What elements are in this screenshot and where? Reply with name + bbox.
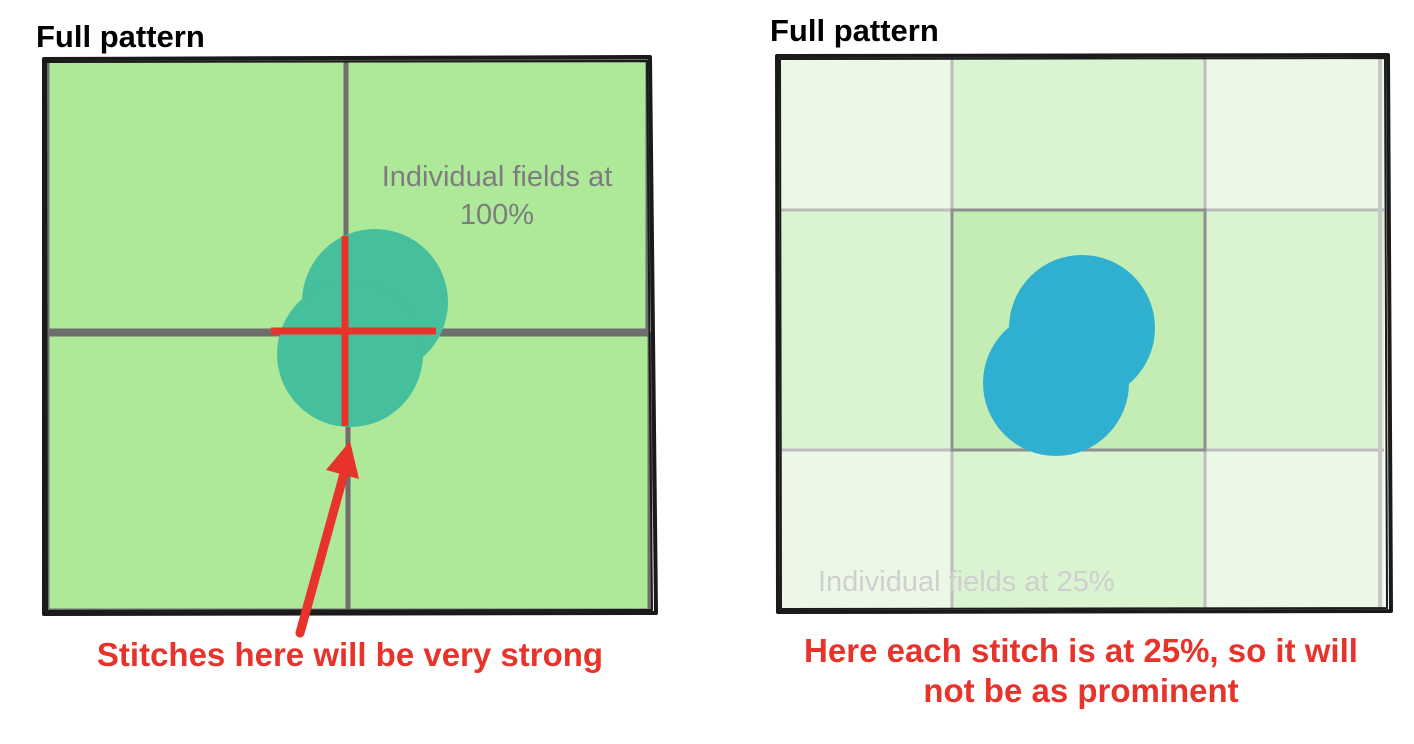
left-outer-border (42, 55, 658, 616)
arrow-icon (295, 441, 359, 638)
right-field-r2c1 (780, 210, 952, 450)
right-pattern (775, 53, 1393, 614)
left-pattern (42, 55, 658, 616)
left-fields-label-line1: Individual fields at (382, 161, 613, 193)
left-blob-lower (277, 281, 423, 427)
left-fields-label-line2: 100% (460, 199, 534, 231)
right-field-r1c1 (780, 57, 952, 210)
left-title: Full pattern (36, 19, 205, 54)
right-field-r3c2 (952, 450, 1205, 610)
right-field-r2c3 (1205, 210, 1384, 450)
right-outer-border (775, 53, 1393, 614)
left-caption: Stitches here will be very strong (97, 636, 603, 673)
right-outer-border-sketch (779, 57, 1388, 610)
right-field-r3c3 (1205, 450, 1384, 610)
right-field-r1c3 (1205, 57, 1384, 210)
right-field-r3c1 (780, 450, 952, 610)
right-fields-label: Individual fields at 25% (818, 566, 1115, 598)
right-caption-line2: not be as prominent (923, 672, 1238, 709)
right-title: Full pattern (770, 13, 939, 48)
left-outer-border-sketch (45, 60, 653, 612)
right-blob-lower (983, 310, 1129, 456)
right-field-r1c2 (952, 57, 1205, 210)
right-caption-line1: Here each stitch is at 25%, so it will (804, 632, 1358, 669)
left-field-top-left (44, 57, 349, 334)
